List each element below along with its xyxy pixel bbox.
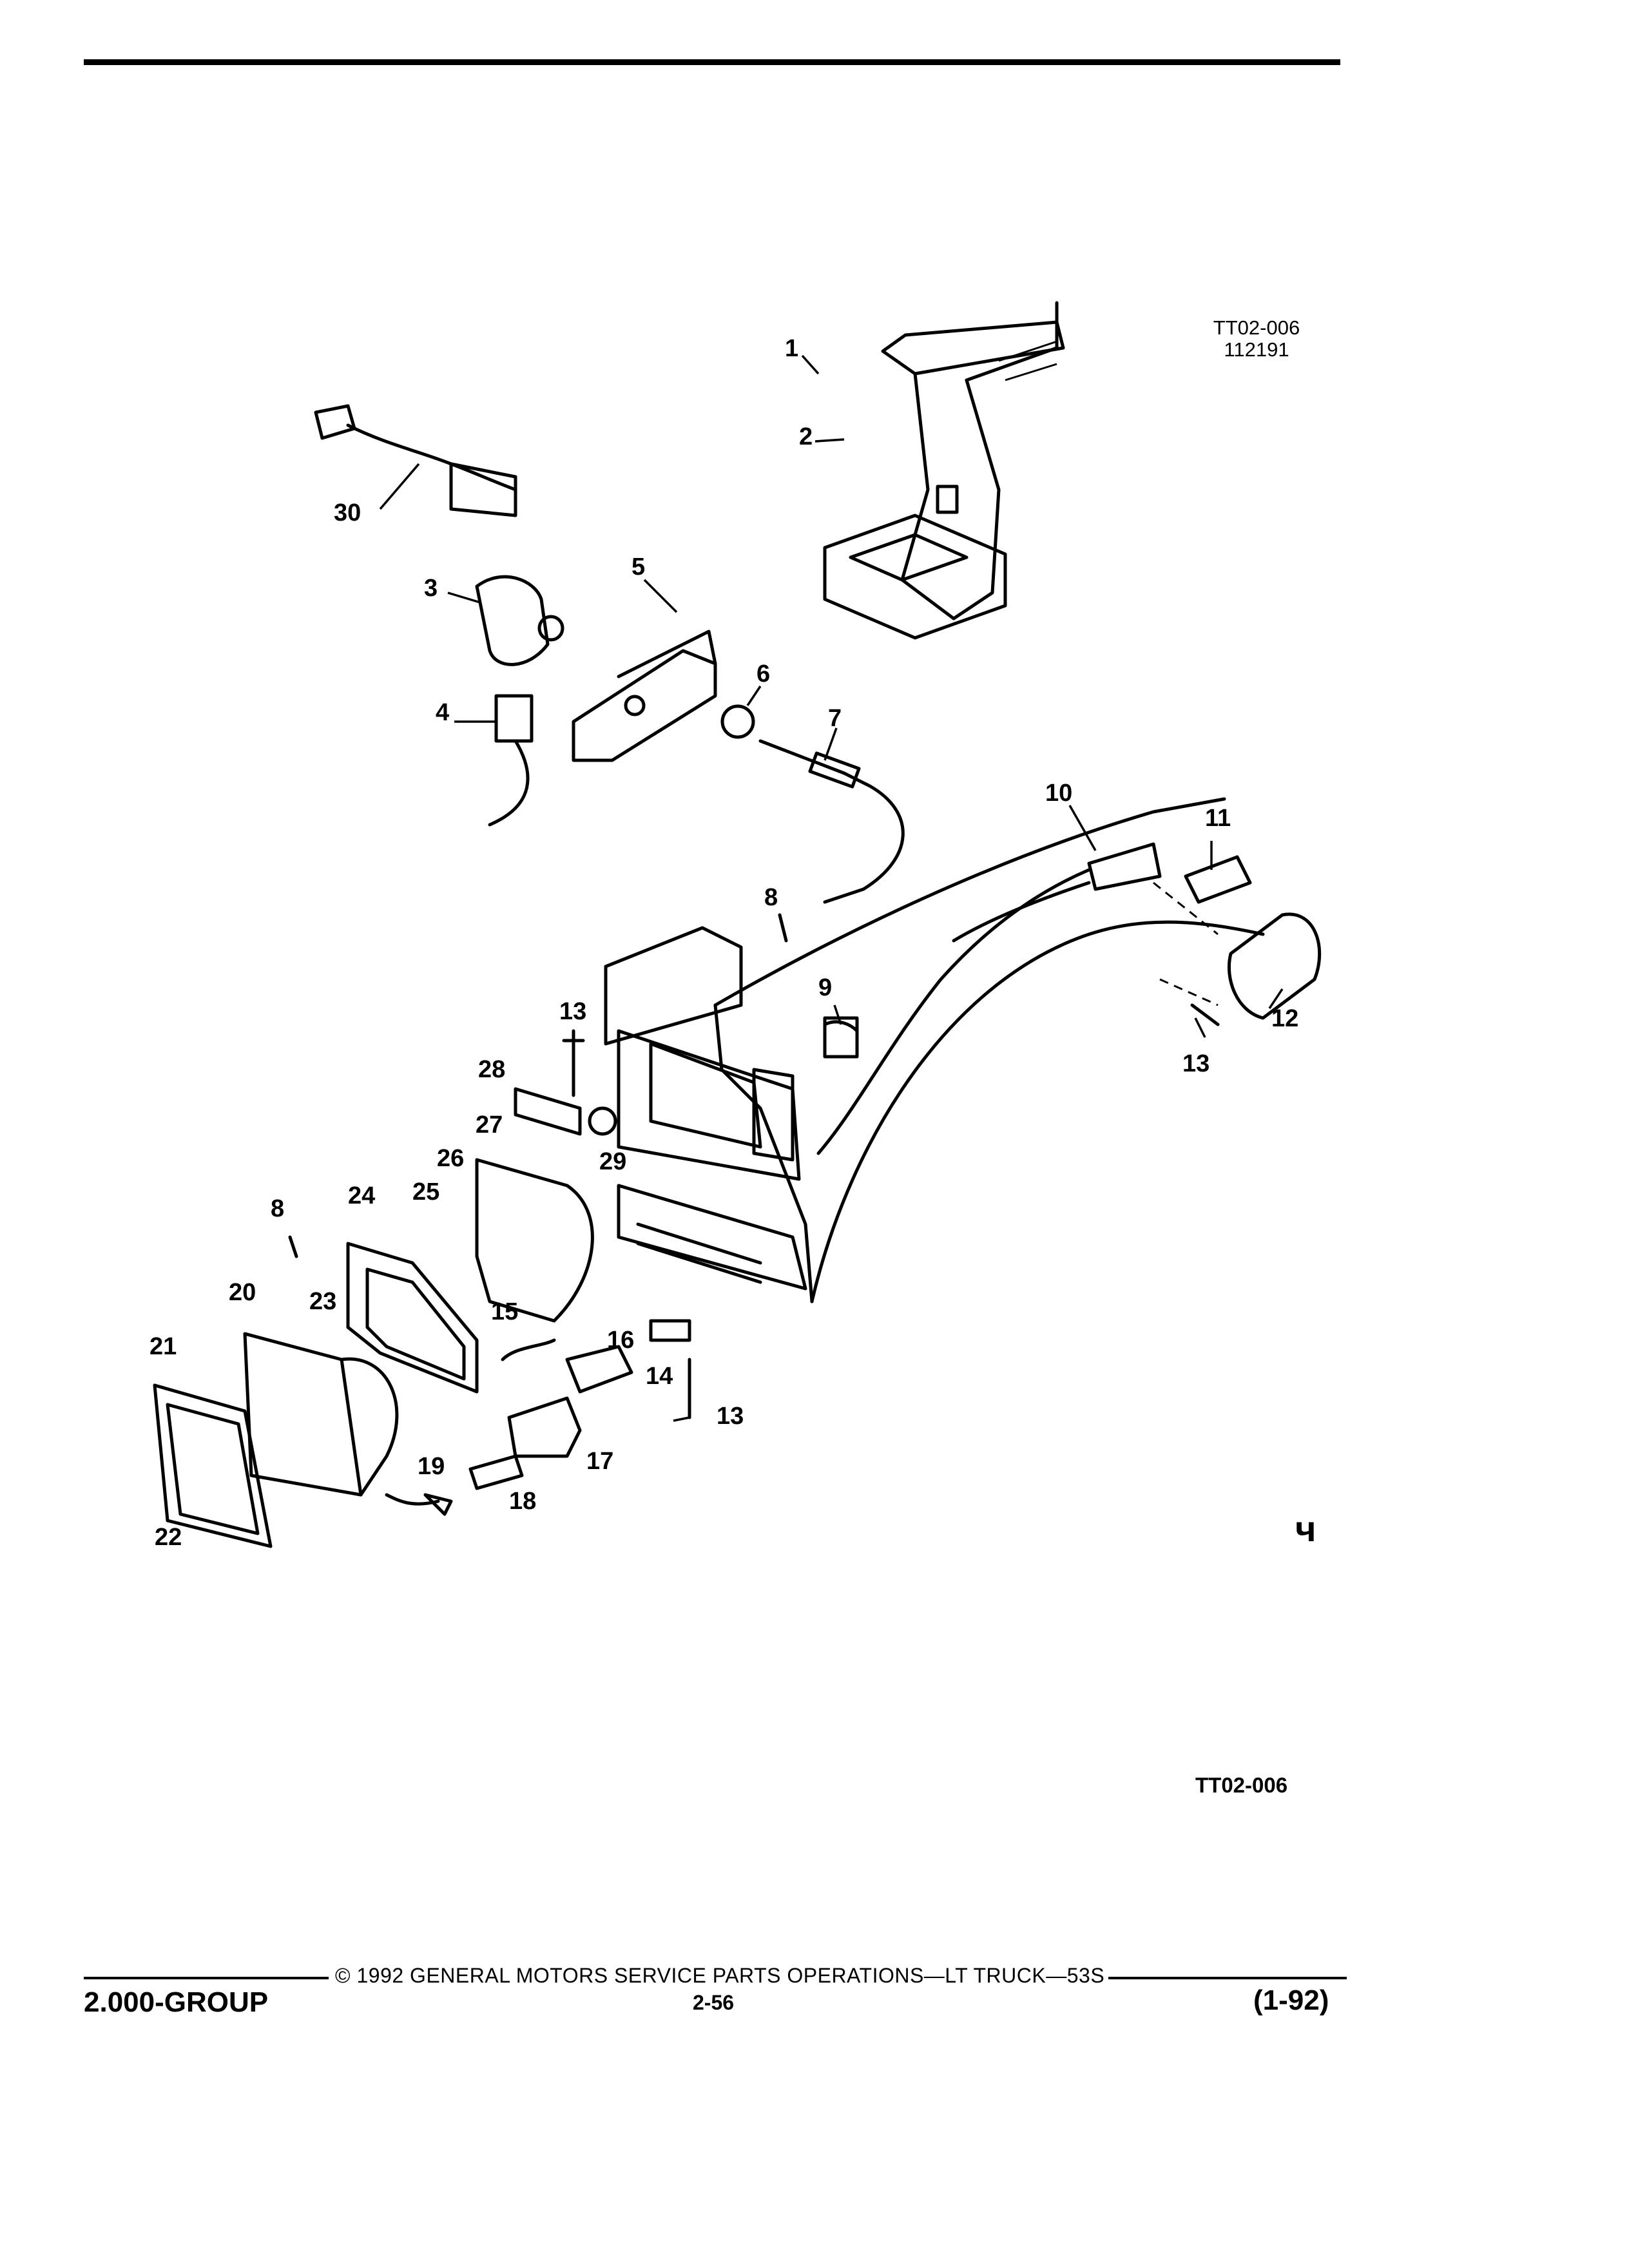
scan-mark: ч — [1295, 1508, 1316, 1549]
figure-code-block: TT02-006 112191 — [1179, 317, 1334, 361]
part-9-connector — [823, 1016, 859, 1059]
footer-date: (1-92) — [1253, 1984, 1329, 2016]
callout-21: 21 — [149, 1333, 177, 1360]
part-10-harness — [816, 842, 1162, 1155]
callout-1: 1 — [785, 335, 798, 362]
part-24-mounting-panel — [346, 1242, 479, 1394]
part-30-harness — [314, 404, 517, 517]
callout-4: 4 — [436, 699, 449, 726]
callout-13: 13 — [559, 998, 586, 1025]
part-20-21-headlamp — [153, 1332, 399, 1548]
callout-8-b: 8 — [271, 1195, 284, 1222]
callout-26: 26 — [437, 1145, 464, 1172]
callout-5: 5 — [631, 553, 645, 581]
callout-7: 7 — [828, 705, 842, 732]
callout-27: 27 — [476, 1111, 503, 1139]
part-27-28-29 — [475, 1087, 617, 1323]
callout-9: 9 — [818, 974, 832, 1001]
callout-14: 14 — [646, 1363, 673, 1390]
callout-13-c: 13 — [717, 1403, 744, 1430]
callout-28: 28 — [478, 1056, 505, 1083]
fender-body — [604, 797, 1265, 1303]
callout-13-b: 13 — [1182, 1050, 1210, 1077]
adjuster-parts — [385, 1319, 691, 1516]
footer-group: 2.000-GROUP — [84, 1986, 269, 2018]
callout-25: 25 — [412, 1178, 439, 1206]
callout-23: 23 — [309, 1288, 336, 1315]
footer-rule-right — [1108, 1977, 1347, 1979]
callout-6: 6 — [757, 660, 770, 687]
part-4-connector — [488, 694, 534, 827]
callout-12: 12 — [1271, 1005, 1298, 1032]
footer-rule-left — [84, 1977, 329, 1979]
part-5-bracket — [572, 629, 717, 762]
top-rule — [84, 59, 1340, 65]
callout-17: 17 — [586, 1448, 613, 1475]
callout-labels: 1 2 3 4 5 6 7 8 9 10 11 12 13 13 13 13 1… — [149, 335, 1298, 1551]
callout-20: 20 — [229, 1279, 256, 1306]
callout-19: 19 — [418, 1453, 445, 1480]
callout-15: 15 — [491, 1298, 518, 1325]
figure-code-top: TT02-006 — [1213, 316, 1300, 339]
callout-22: 22 — [155, 1524, 182, 1551]
callout-30: 30 — [334, 499, 361, 526]
instrument-panel-console — [823, 301, 1065, 640]
footer-page-number: 2-56 — [693, 1991, 735, 2014]
callout-3: 3 — [424, 575, 438, 602]
callout-10: 10 — [1045, 780, 1072, 807]
fasteners — [288, 913, 1220, 1419]
leader-lines — [379, 354, 1284, 1422]
callout-11: 11 — [1205, 805, 1231, 832]
part-3-switch — [475, 575, 564, 666]
part-6-7-cable — [720, 704, 905, 904]
part-11-12-marker-lamp — [1153, 855, 1322, 1020]
callout-2: 2 — [799, 423, 813, 450]
callout-8: 8 — [764, 884, 778, 911]
callout-18: 18 — [509, 1488, 536, 1515]
callout-16: 16 — [607, 1327, 634, 1354]
figure-date-code: 112191 — [1224, 338, 1289, 361]
figure-code-bottom: TT02-006 — [1195, 1773, 1288, 1797]
footer-copyright: © 1992 GENERAL MOTORS SERVICE PARTS OPER… — [335, 1964, 1105, 1987]
callout-29: 29 — [599, 1148, 626, 1175]
callout-24: 24 — [348, 1182, 375, 1209]
